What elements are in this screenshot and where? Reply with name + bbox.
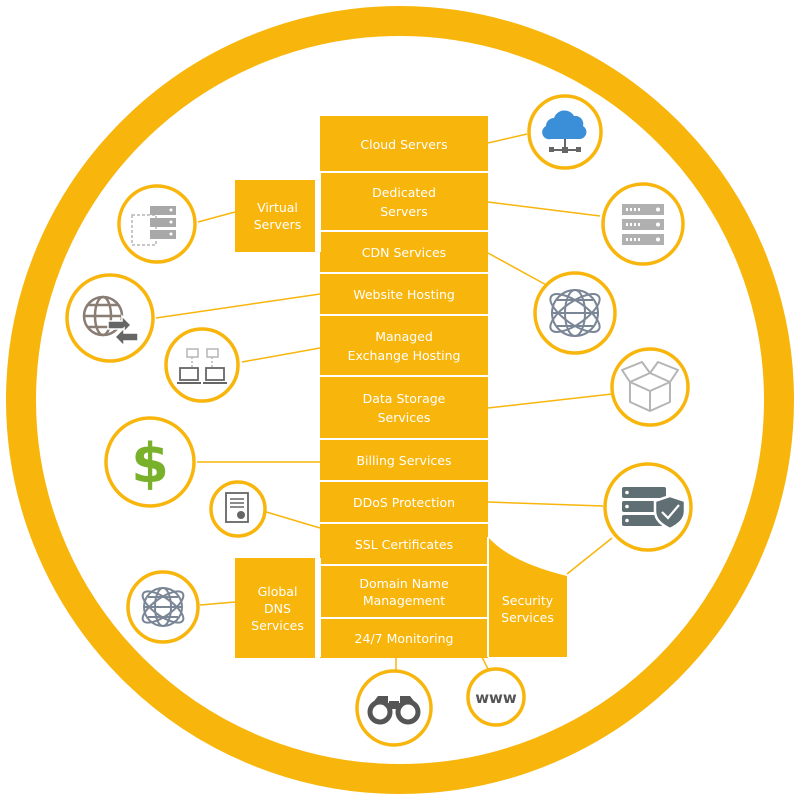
group-security-services: Security Services — [501, 592, 554, 625]
service-data-storage-services: Data Storage Services — [362, 390, 446, 425]
globe-network-icon — [533, 271, 617, 355]
connector-lines — [155, 133, 613, 672]
service-24-7-monitoring: 24/7 Monitoring — [354, 630, 454, 646]
row-dividers — [319, 171, 489, 657]
service-domain-name-management: Domain Name Management — [359, 575, 449, 608]
service-cdn-services: CDN Services — [361, 244, 447, 260]
service-website-hosting: Website Hosting — [353, 286, 455, 302]
service-ddos-protection: DDoS Protection — [352, 494, 456, 510]
service-ssl-certificates: SSL Certificates — [354, 536, 454, 552]
svg-text:$: $ — [131, 432, 169, 495]
service-cloud-servers: Cloud Servers — [360, 136, 448, 152]
networked-computers-icon — [164, 327, 240, 403]
www-icon: www — [466, 667, 526, 727]
svg-text:www: www — [475, 689, 517, 707]
dollar-sign-icon: $ — [104, 416, 196, 508]
cloud-network-icon — [527, 94, 603, 170]
outer-ring — [6, 6, 794, 794]
storage-box-icon — [610, 347, 690, 427]
service-dedicated-servers: Dedicated Servers — [372, 184, 436, 219]
server-shield-icon — [603, 462, 693, 552]
security-services-block — [488, 537, 567, 657]
server-rack-icon — [601, 182, 685, 266]
virtual-server-icon — [117, 184, 197, 264]
group-global-dns-services: Global DNS Services — [251, 583, 304, 633]
globe-transfer-icon — [65, 273, 155, 363]
group-virtual-servers: Virtual Servers — [253, 200, 302, 232]
stack-column — [320, 116, 488, 658]
certificate-icon — [209, 480, 267, 538]
service-billing-services: Billing Services — [356, 452, 452, 468]
global-dns-block — [235, 558, 315, 658]
service-stack — [235, 116, 567, 658]
virtual-servers-block — [235, 180, 315, 252]
dns-globe-icon — [126, 570, 200, 644]
service-managed-exchange-hosting: Managed Exchange Hosting — [347, 328, 461, 363]
binoculars-icon — [355, 669, 433, 747]
